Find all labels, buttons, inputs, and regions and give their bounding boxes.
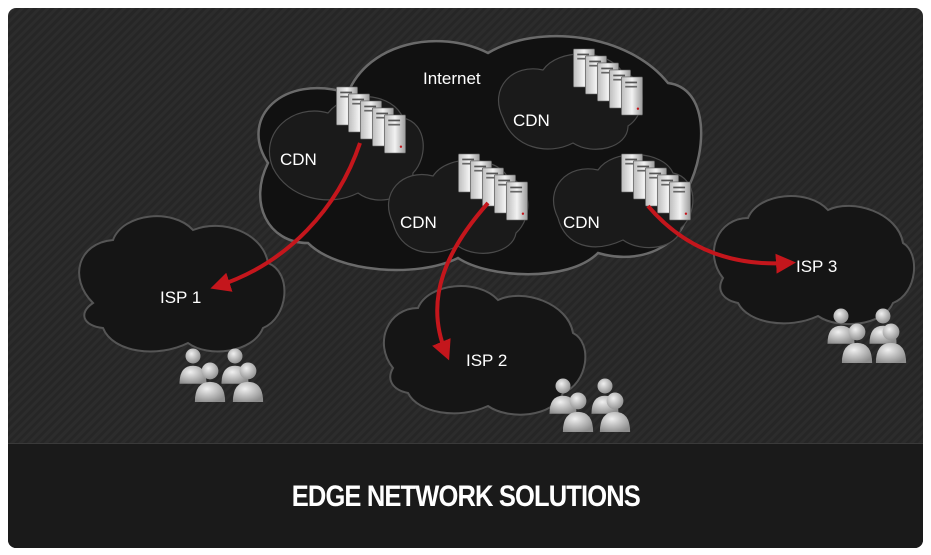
isp-label: ISP 1 [160, 288, 201, 307]
isp-cloud-2 [383, 285, 587, 416]
isp-label: ISP 3 [796, 257, 837, 276]
users-group-icon-isp2 [549, 378, 631, 432]
arrow-cdn-to-isp3 [646, 204, 796, 274]
cdn-label: CDN [563, 213, 600, 232]
footer-title: EDGE NETWORK SOLUTIONS [291, 479, 640, 513]
cdn-label: CDN [280, 150, 317, 169]
arrow-cdn-to-isp2 [432, 201, 490, 361]
network-diagram: Internet CDN CDN CDN CDN ISP 1 ISP 2 ISP… [78, 34, 916, 432]
arrow-cdn-to-isp1 [210, 142, 362, 292]
footer-band: EDGE NETWORK SOLUTIONS [8, 443, 923, 548]
diagram-frame: Internet CDN CDN CDN CDN ISP 1 ISP 2 ISP… [8, 8, 923, 548]
isp-label: ISP 2 [466, 351, 507, 370]
cdn-label: CDN [400, 213, 437, 232]
internet-label: Internet [423, 69, 481, 88]
isp-cloud-1 [78, 215, 286, 353]
isp-cloud-3 [713, 195, 916, 326]
users-group-icon-isp1 [179, 348, 264, 402]
cdn-label: CDN [513, 111, 550, 130]
